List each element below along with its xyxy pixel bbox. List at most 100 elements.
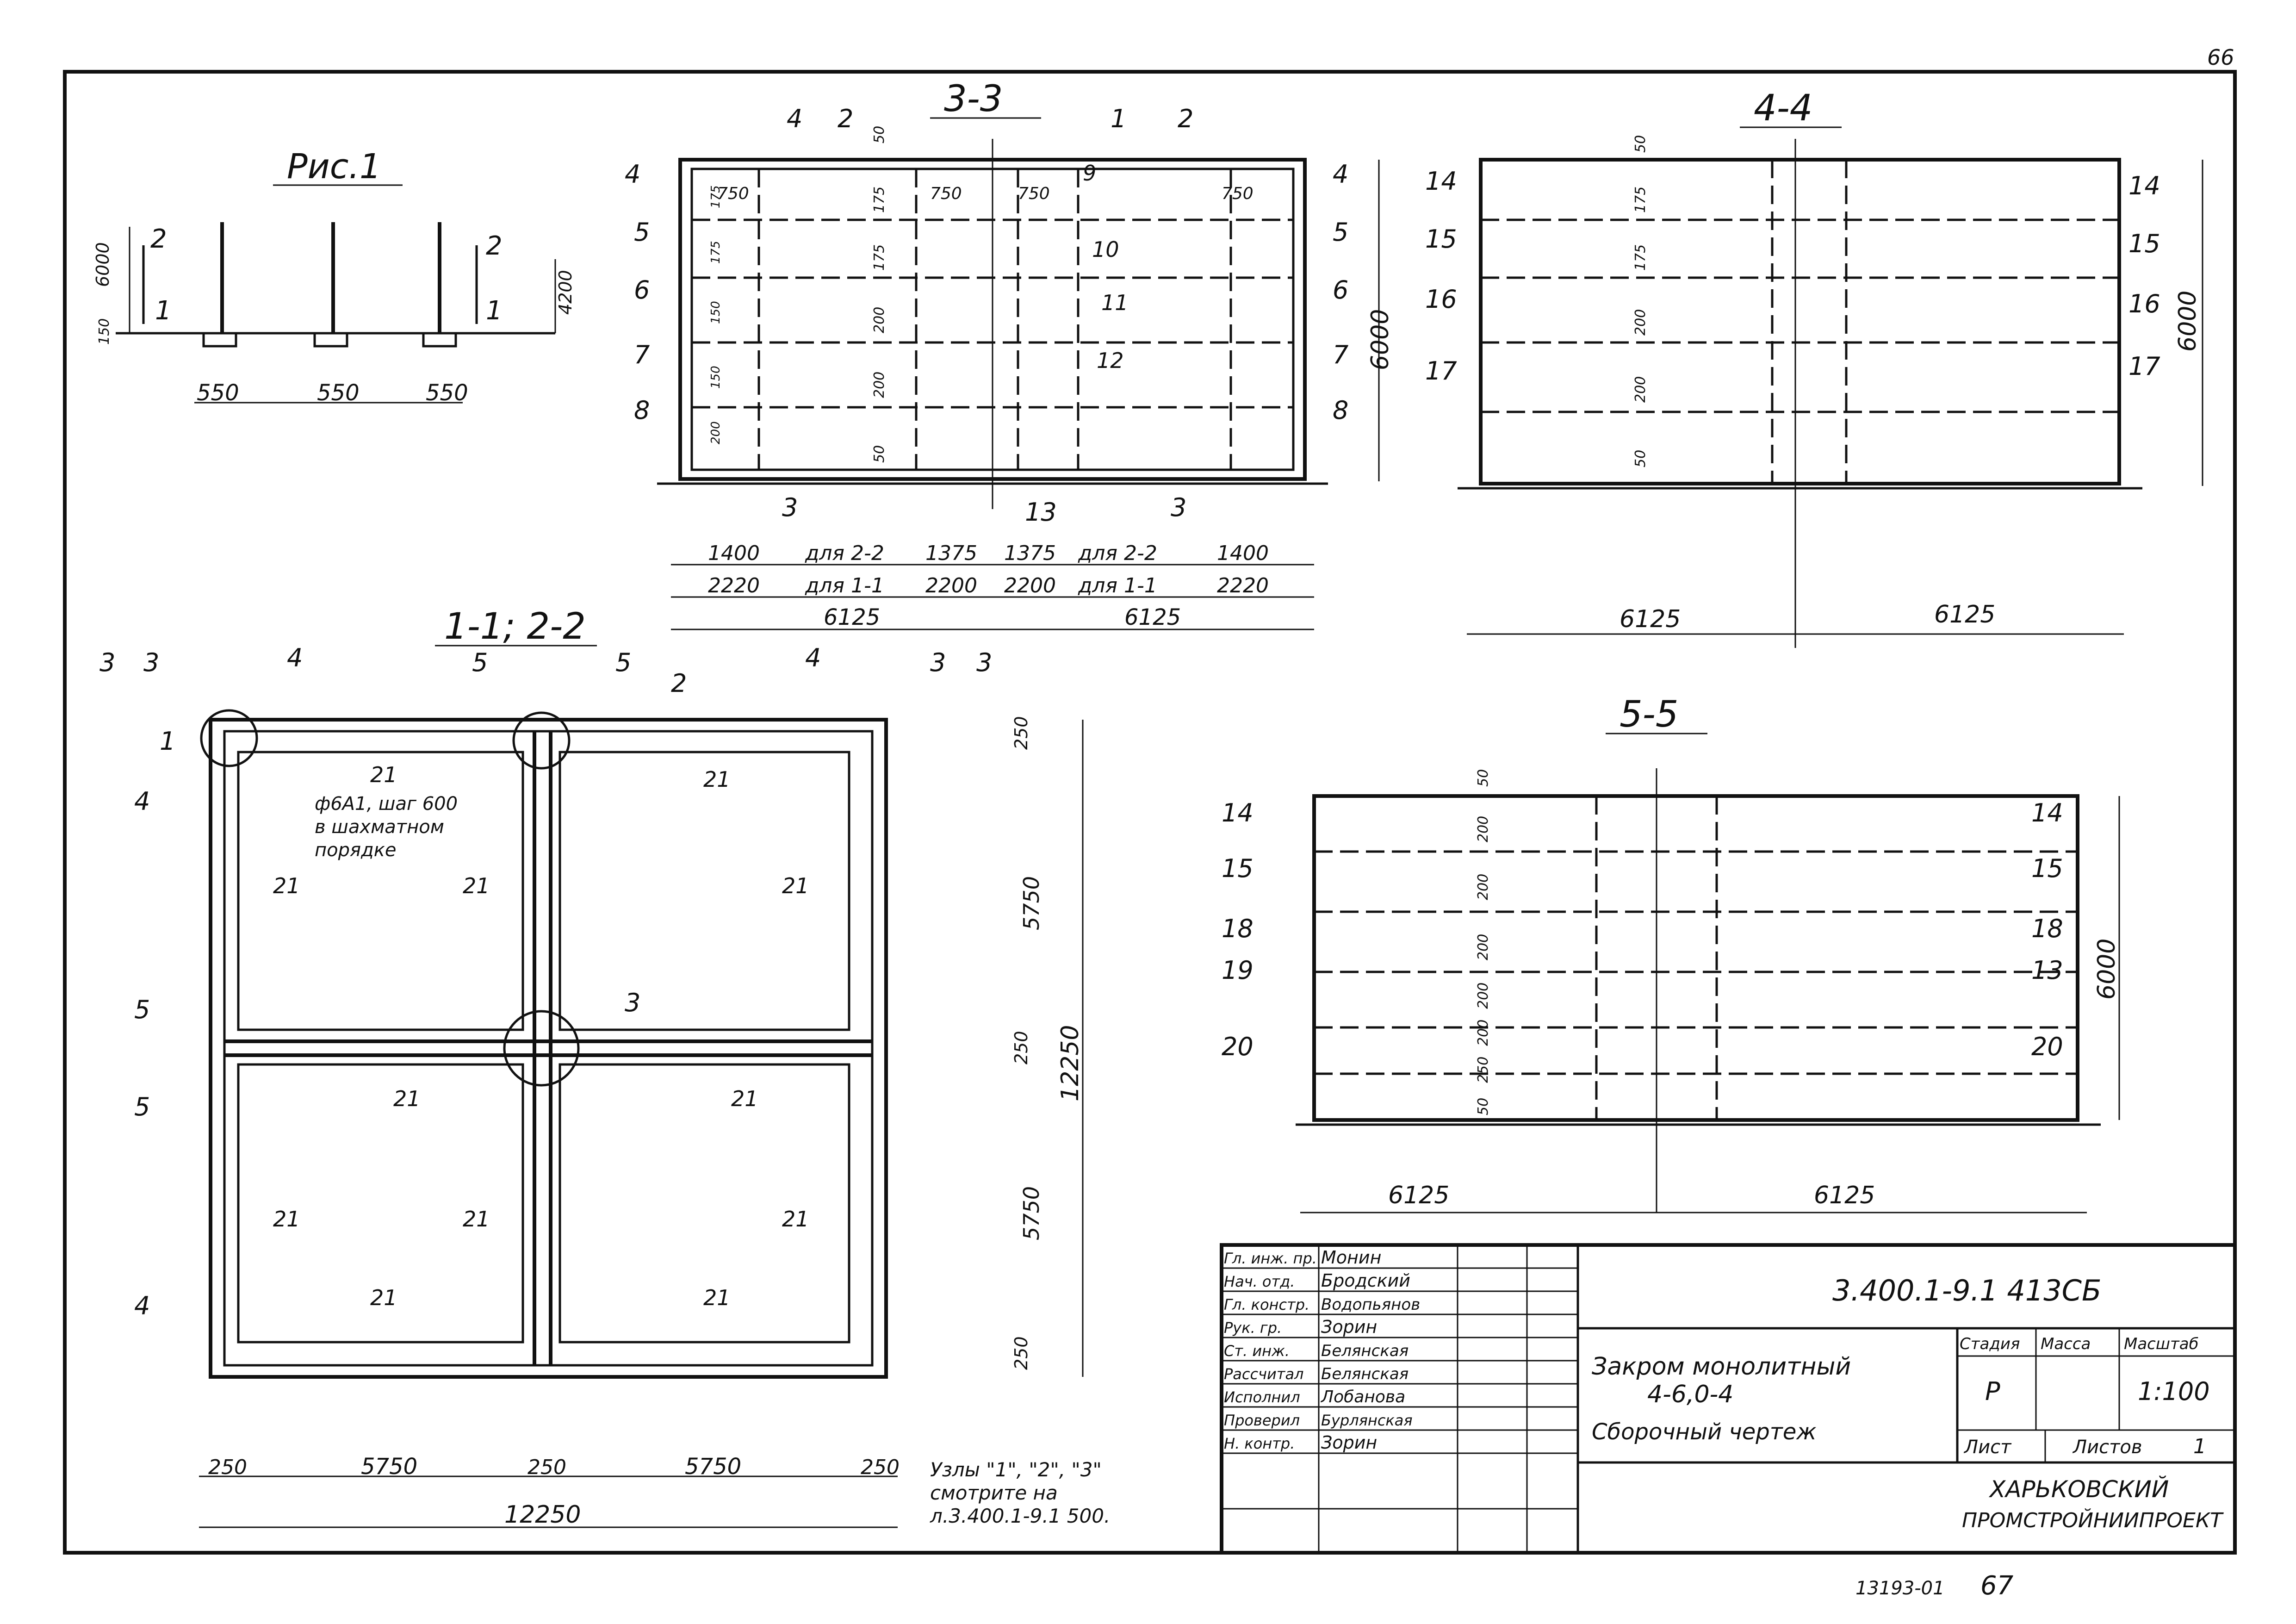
plan-rd-250c: 250 (1011, 1336, 1031, 1370)
tb-role-7: Исполнил (1224, 1388, 1300, 1406)
plan-bd-250c: 250 (861, 1456, 900, 1479)
s33-r1-for22b: для 2-2 (1078, 541, 1157, 565)
s55-right-15: 15 (2031, 854, 2063, 883)
tb-sheets-label: Листов (2072, 1437, 2142, 1458)
plan-21-e: 21 (782, 873, 809, 898)
s44-left-16: 16 (1425, 285, 1457, 314)
plan-node-2: 2 (671, 669, 687, 698)
tb-stage-header: Стадия (1960, 1335, 2020, 1353)
tb-desc-1: Закром монолитный (1592, 1353, 1851, 1381)
plan-side-4-top: 4 (134, 787, 150, 816)
tb-scale-header: Масштаб (2124, 1335, 2199, 1353)
s33-overall-h: 6000 (1366, 309, 1394, 370)
plan-cut-3c: 3 (930, 648, 946, 677)
s33-r2-2220b: 2220 (1217, 574, 1269, 597)
plan-side-5-top: 5 (134, 995, 150, 1024)
s33-r1-for22a: для 2-2 (805, 541, 884, 565)
plan-bd-5750b: 5750 (685, 1454, 741, 1480)
s44-left-17: 17 (1425, 356, 1457, 386)
plan-side-4-bot: 4 (134, 1291, 150, 1320)
page-number-top: 66 (2207, 45, 2234, 70)
plan-node-3: 3 (625, 988, 640, 1017)
s44-v-50-top: 50 (1632, 135, 1649, 153)
s55-v-200a: 200 (1475, 816, 1491, 842)
s55-v-200d: 200 (1475, 983, 1491, 1009)
plan-side-5-bot: 5 (134, 1092, 150, 1121)
tb-desc-2: 4-6,0-4 (1647, 1381, 1733, 1408)
s55-bottom-6125a: 6125 (1388, 1182, 1449, 1209)
section-4-4: 4-4 14 15 16 17 14 15 16 17 50 175 175 2… (1425, 87, 2203, 648)
tb-sheet-label: Лист (1963, 1437, 2012, 1458)
s33-right-7: 7 (1333, 340, 1348, 369)
plan-21-j: 21 (782, 1207, 809, 1232)
code-bottom: 13193-01 (1855, 1578, 1945, 1599)
tb-name-6: Белянская (1321, 1365, 1409, 1383)
page-number-bottom: 67 (1980, 1571, 2014, 1601)
tb-org-2: ПРОМСТРОЙНИИПРОЕКТ (1962, 1508, 2224, 1532)
fig1-sec-1-left: 1 (155, 296, 172, 326)
plan-21-i: 21 (463, 1207, 490, 1232)
plan-overall-bottom: 12250 (504, 1501, 581, 1529)
s33-right-5: 5 (1333, 218, 1348, 247)
plan-cut-3a: 3 (99, 648, 115, 677)
s44-v-50-bot: 50 (1632, 450, 1649, 467)
plan-rd-5750a: 5750 (1019, 876, 1044, 930)
s55-right-20: 20 (2031, 1032, 2063, 1061)
s44-v-200a: 200 (1632, 309, 1649, 336)
s33-sp-750-c: 750 (1018, 184, 1050, 203)
s33-v-200a: 200 (871, 307, 887, 333)
plan-cut-4b: 4 (805, 643, 821, 672)
s33-r3-6125a: 6125 (824, 604, 880, 630)
plan-21-d: 21 (463, 873, 490, 898)
s33-left-8: 8 (634, 396, 650, 425)
s33-r2-2220a: 2220 (708, 574, 760, 597)
tb-role-1: Гл. инж. пр. (1224, 1250, 1317, 1267)
plan-note-l3: порядке (315, 840, 397, 861)
tb-name-5: Белянская (1321, 1342, 1409, 1360)
plan-cut-3b: 3 (143, 648, 159, 677)
s44-v-200b: 200 (1632, 376, 1649, 403)
s33-left-4: 4 (625, 160, 640, 189)
s33-top-2a: 2 (838, 104, 853, 133)
s33-ls-150a: 150 (709, 301, 723, 324)
plan-cut-5b: 5 (615, 648, 631, 677)
s44-right-16: 16 (2128, 289, 2160, 318)
plan-cut-3d: 3 (976, 648, 992, 677)
plan-bd-250a: 250 (208, 1456, 247, 1479)
s33-mark-9: 9 (1083, 161, 1096, 186)
plan-rd-5750b: 5750 (1019, 1186, 1044, 1240)
fig1-sec-2-left: 2 (150, 224, 167, 254)
plan-21-l: 21 (703, 1285, 731, 1310)
s44-right-15: 15 (2128, 229, 2160, 258)
fig1-h-4200: 4200 (555, 270, 576, 315)
plan-21-h: 21 (273, 1207, 300, 1232)
s44-left-15: 15 (1425, 224, 1457, 254)
s33-ls-175a: 175 (709, 185, 723, 208)
fig1-sec-1-right: 1 (486, 296, 503, 326)
s33-right-8: 8 (1333, 396, 1348, 425)
tb-name-2: Бродский (1321, 1270, 1410, 1291)
plan-ref-l1: Узлы "1", "2", "3" (930, 1458, 1102, 1481)
tb-scale-value: 1:100 (2138, 1377, 2210, 1406)
tb-name-3: Водопьянов (1321, 1295, 1420, 1314)
s55-v-50-top: 50 (1475, 769, 1491, 787)
s33-right-6: 6 (1333, 275, 1348, 305)
fig1-h-6000: 6000 (93, 242, 113, 287)
s55-bottom-6125b: 6125 (1814, 1182, 1875, 1209)
s33-r2-for11a: для 1-1 (805, 574, 884, 597)
s33-sp-750-a: 750 (717, 184, 749, 203)
s33-mark-10: 10 (1092, 237, 1119, 262)
tb-role-4: Рук. гр. (1224, 1319, 1282, 1337)
s33-mark-12: 12 (1097, 348, 1124, 373)
s33-ls-150b: 150 (709, 366, 723, 389)
s33-r2-2200a: 2200 (925, 574, 977, 597)
s33-ls-175b: 175 (709, 241, 723, 264)
tb-name-1: Монин (1321, 1247, 1381, 1268)
s33-sp-750-d: 750 (1222, 184, 1253, 203)
s44-v-175a: 175 (1632, 187, 1649, 213)
section-3-3: 3-3 4 5 6 7 8 4 5 6 7 8 4 2 1 2 9 10 11 … (625, 78, 1394, 630)
s33-r1-1375a: 1375 (925, 541, 977, 565)
plan-rd-250a: 250 (1011, 716, 1031, 750)
s55-left-19: 19 (1222, 956, 1253, 985)
